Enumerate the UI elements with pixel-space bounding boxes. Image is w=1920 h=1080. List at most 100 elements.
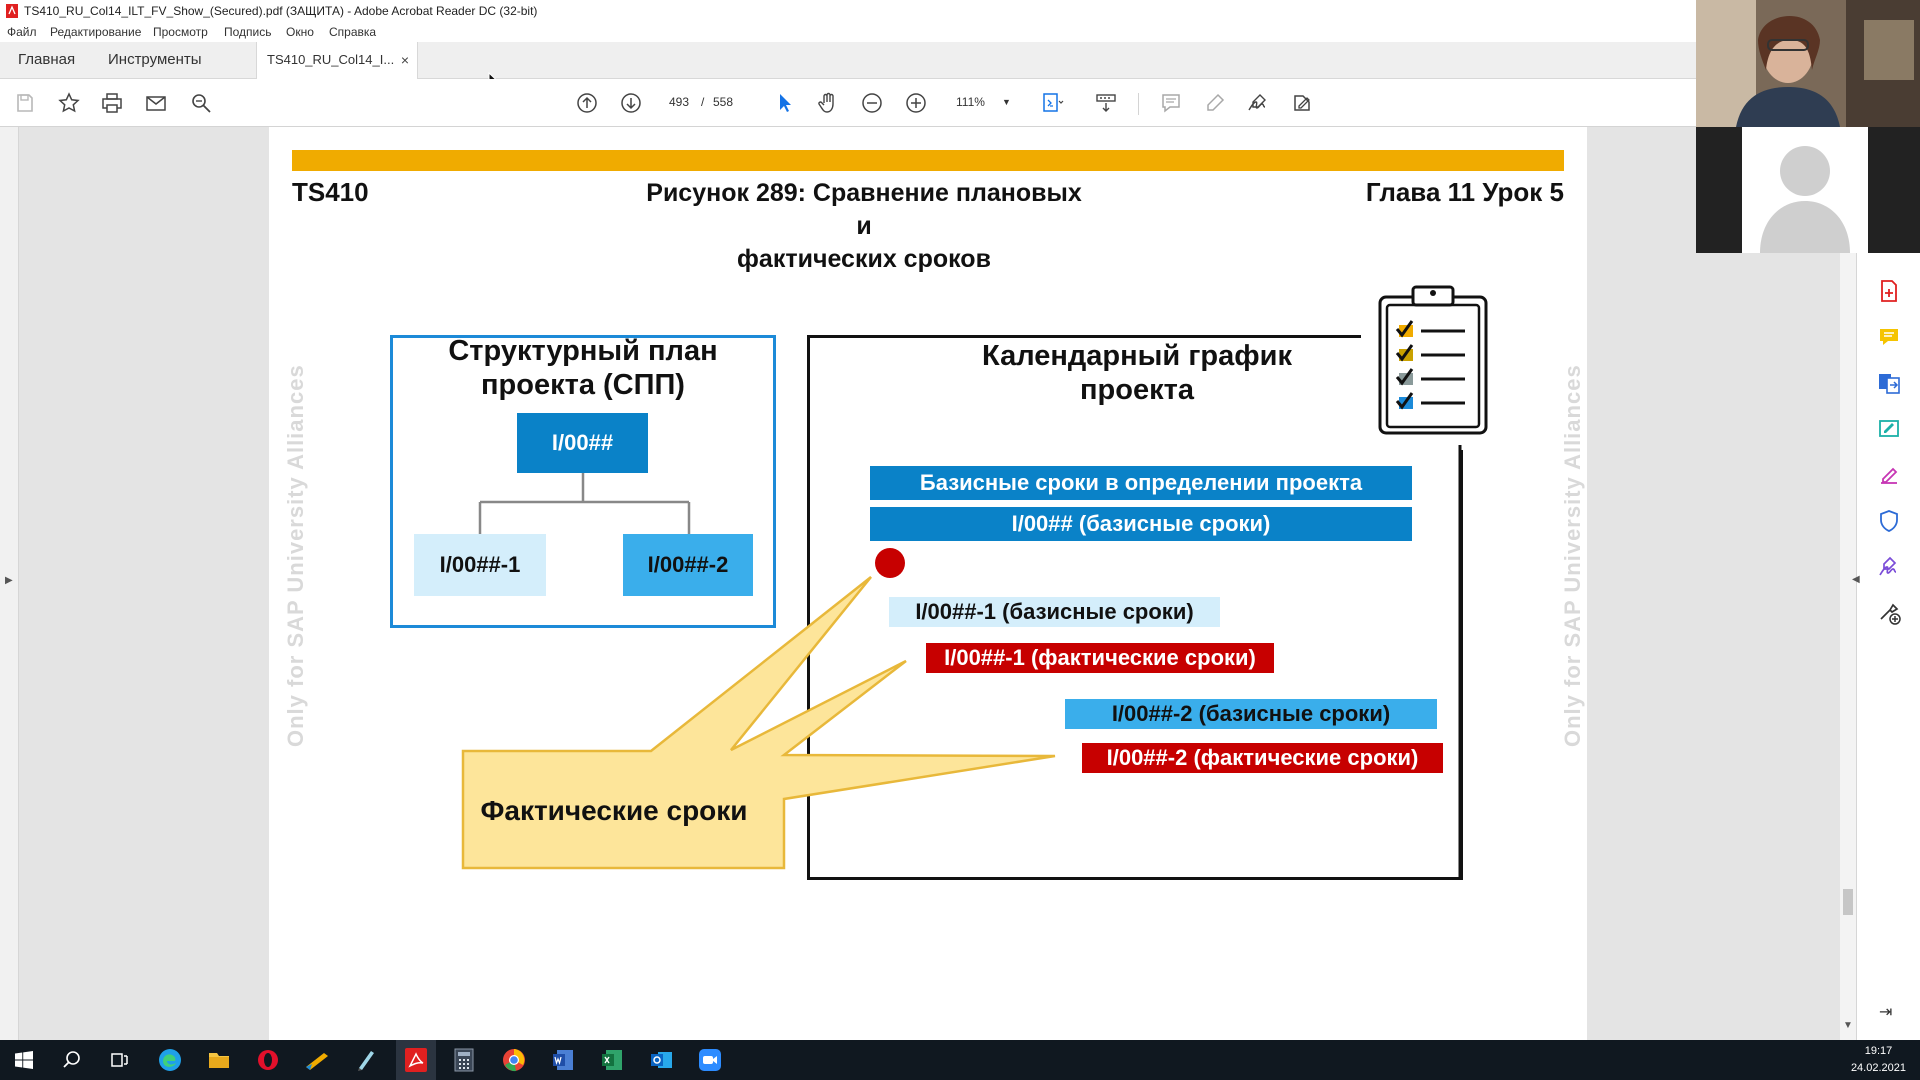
acrobat-icon: [405, 1048, 427, 1072]
select-tool-button[interactable]: [771, 89, 799, 117]
search-button[interactable]: [187, 89, 215, 117]
edit-pdf-icon[interactable]: [1876, 416, 1902, 442]
menu-view[interactable]: Просмотр: [153, 25, 208, 39]
taskbar-excel[interactable]: [598, 1046, 626, 1074]
watermark-left: Only for SAP University Alliances: [283, 364, 308, 747]
clock-time: 19:17: [1864, 1045, 1893, 1057]
comment-panel-icon[interactable]: [1876, 324, 1902, 350]
right-tools-panel: ◀ ⇥: [1852, 252, 1920, 1040]
slide-title: Рисунок 289: Сравнение плановых и фактич…: [644, 177, 1084, 276]
minus-circle-icon: [862, 93, 882, 113]
pdf-page: TS410 Рисунок 289: Сравнение плановых и …: [269, 127, 1587, 1040]
tab-document[interactable]: TS410_RU_Col14_I... ×: [256, 42, 418, 79]
menu-edit[interactable]: Редактирование: [50, 25, 142, 39]
menu-help[interactable]: Справка: [329, 25, 377, 39]
taskbar-notepad[interactable]: [352, 1046, 380, 1074]
chrome-browser-icon: [503, 1049, 525, 1072]
slide-title-line1: Рисунок 289: Сравнение плановых и: [646, 179, 1082, 240]
taskbar-chrome[interactable]: [500, 1046, 528, 1074]
schedule-title-line1: Календарный график: [982, 340, 1292, 372]
slide-chapter: Глава 11 Урок 5: [1365, 177, 1564, 207]
zoom-in-button[interactable]: [902, 89, 930, 117]
chevron-down-icon: ▼: [1002, 97, 1011, 107]
folder-icon: [209, 1053, 229, 1068]
taskbar-opera[interactable]: [254, 1046, 282, 1074]
task-view-icon: [111, 1053, 128, 1067]
taskbar-word[interactable]: [549, 1046, 577, 1074]
zoom-video-icon: [699, 1049, 721, 1071]
scroll-mode-icon: [1096, 94, 1116, 112]
highlight-button[interactable]: [1201, 89, 1229, 117]
tab-bar: Главная Инструменты TS410_RU_Col14_I... …: [0, 42, 1696, 79]
fit-page-button[interactable]: [1038, 89, 1066, 117]
previous-page-button[interactable]: [573, 89, 601, 117]
taskbar-zoom[interactable]: [696, 1046, 724, 1074]
clock-date: 24.02.2021: [1850, 1062, 1906, 1074]
vertical-scrollbar[interactable]: ▼: [1840, 127, 1856, 1040]
scroll-down-icon[interactable]: ▼: [1843, 1020, 1853, 1031]
menu-window[interactable]: Окно: [286, 25, 314, 39]
tab-tools[interactable]: Инструменты: [108, 51, 202, 68]
taskbar-calculator[interactable]: [450, 1046, 478, 1074]
hand-tool-button[interactable]: [814, 89, 842, 117]
watermark-right: Only for SAP University Alliances: [1560, 364, 1585, 747]
save-icon: [17, 94, 33, 112]
create-pdf-icon[interactable]: [1876, 278, 1902, 304]
more-tools-icon[interactable]: [1876, 600, 1902, 626]
pointer-icon: [780, 94, 791, 112]
taskbar-outlook[interactable]: [647, 1046, 675, 1074]
schedule-title-line2: проекта: [1080, 374, 1194, 406]
menu-sign[interactable]: Подпись: [224, 25, 272, 39]
search-icon: [63, 1051, 80, 1068]
wbs-title-line1: Структурный план: [448, 335, 718, 367]
chevron-left-icon[interactable]: ◀: [1852, 574, 1860, 585]
page-number-input[interactable]: 493: [668, 95, 690, 109]
schedule-bar-child1-basic: I/00##-1 (базисные сроки): [889, 597, 1220, 627]
start-button[interactable]: [10, 1046, 38, 1074]
scroll-mode-button[interactable]: [1092, 89, 1120, 117]
schedule-title: Календарный график проекта: [937, 339, 1337, 407]
fill-sign-icon[interactable]: [1876, 462, 1902, 488]
email-button[interactable]: [142, 89, 170, 117]
left-panel-toggle[interactable]: ▶: [0, 127, 19, 1040]
zoom-out-button[interactable]: [858, 89, 886, 117]
print-button[interactable]: [98, 89, 126, 117]
send-for-signature-icon[interactable]: [1876, 554, 1902, 580]
highlighter-icon: [1207, 93, 1225, 111]
slide-header-band: [292, 150, 1564, 171]
sign-button[interactable]: [1244, 89, 1272, 117]
tab-document-label: TS410_RU_Col14_I...: [267, 52, 395, 67]
menu-bar: Файл Редактирование Просмотр Подпись Окн…: [0, 22, 1696, 42]
taskbar-acrobat[interactable]: [402, 1046, 430, 1074]
zoom-select[interactable]: 111% ▼: [944, 92, 1014, 112]
page-total: 558: [713, 95, 734, 109]
taskbar-clock[interactable]: 19:17 24.02.2021: [1851, 1043, 1906, 1077]
wbs-title: Структурный план проекта (СПП): [390, 334, 776, 402]
tab-home[interactable]: Главная: [18, 51, 76, 68]
envelope-icon: [146, 96, 166, 111]
save-button[interactable]: [11, 89, 39, 117]
next-page-button[interactable]: [617, 89, 645, 117]
menu-file[interactable]: Файл: [7, 25, 37, 39]
schedule-bar-project-basic: Базисные сроки в определении проекта: [870, 466, 1412, 500]
callout-label: Фактические сроки: [480, 795, 748, 826]
scrollbar-thumb[interactable]: [1843, 889, 1853, 915]
taskbar-sap-gui[interactable]: [303, 1046, 331, 1074]
windows-taskbar: 19:17 24.02.2021: [0, 1040, 1920, 1080]
search-icon: [192, 94, 211, 113]
bookmark-button[interactable]: [55, 89, 83, 117]
schedule-bar-child2-actual: I/00##-2 (фактические сроки): [1082, 743, 1443, 773]
protect-shield-icon[interactable]: [1876, 508, 1902, 534]
comment-button[interactable]: [1157, 89, 1185, 117]
edit-share-icon: [1294, 95, 1310, 111]
close-icon[interactable]: ×: [400, 52, 409, 68]
taskbar-search-button[interactable]: [58, 1046, 86, 1074]
export-pdf-icon[interactable]: [1876, 370, 1902, 396]
share-button[interactable]: [1288, 89, 1316, 117]
taskbar-file-explorer[interactable]: [205, 1046, 233, 1074]
task-view-button[interactable]: [106, 1046, 134, 1074]
signature-icon: [1248, 94, 1266, 111]
taskbar-edge[interactable]: [156, 1046, 184, 1074]
collapse-panel-icon[interactable]: ⇥: [1879, 1004, 1893, 1021]
wbs-root-node: I/00##: [517, 413, 648, 473]
